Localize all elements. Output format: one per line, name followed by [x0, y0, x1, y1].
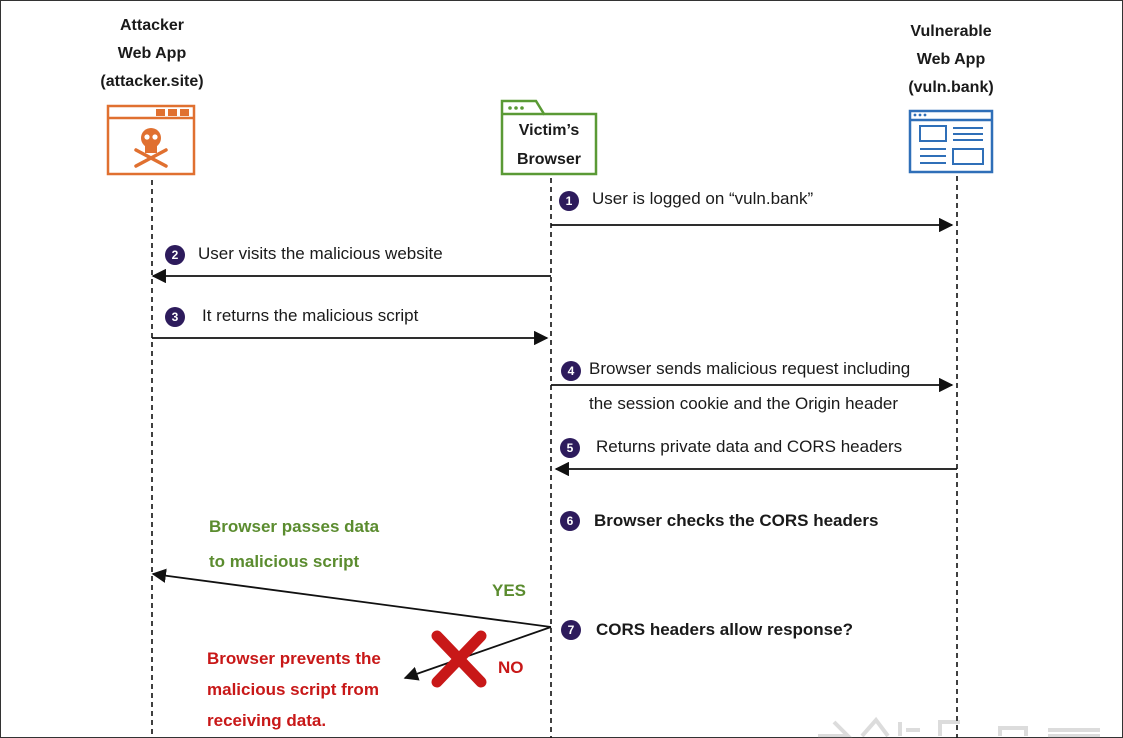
no-label: NO — [498, 658, 524, 677]
step-2-label: User visits the malicious website — [198, 244, 443, 263]
arrow-yes — [151, 568, 552, 628]
web-page-icon — [908, 109, 994, 174]
step-2-badge: 2 — [165, 245, 185, 265]
actor-vulnerable-label: Vulnerable Web App (vuln.bank) — [880, 18, 1022, 102]
actor-vulnerable-line3: (vuln.bank) — [908, 79, 994, 96]
watermark — [818, 716, 1100, 738]
actor-attacker-line3: (attacker.site) — [100, 73, 204, 90]
step-3-label: It returns the malicious script — [202, 306, 419, 325]
browser-window-icon — [500, 99, 598, 176]
red-x-icon — [431, 630, 487, 688]
actor-attacker-label: Attacker Web App (attacker.site) — [82, 12, 222, 96]
step-4-label: Browser sends malicious request includin… — [589, 359, 911, 378]
actor-vulnerable-line1: Vulnerable — [910, 23, 992, 40]
step-7-label: CORS headers allow response? — [596, 620, 853, 639]
arrow-no — [403, 626, 552, 681]
step-4-badge: 4 — [561, 361, 581, 381]
actor-browser-label: Victim’s Browser — [502, 116, 596, 174]
step-7-badge: 7 — [561, 620, 581, 640]
no-outcome-line1: Browser prevents the — [207, 649, 381, 668]
actor-attacker-line2: Web App — [117, 45, 187, 62]
step-3-badge: 3 — [165, 307, 185, 327]
step-1-badge: 1 — [559, 191, 579, 211]
step-4-label-line2: the session cookie and the Origin header — [589, 394, 899, 413]
yes-label: YES — [492, 581, 527, 600]
skull-crossbones-icon — [106, 104, 196, 176]
yes-outcome-line2: to malicious script — [209, 552, 360, 571]
step-6-label: Browser checks the CORS headers — [594, 511, 879, 530]
yes-outcome-line1: Browser passes data — [209, 517, 380, 536]
actor-vulnerable-line2: Web App — [916, 51, 986, 68]
no-outcome-line3: receiving data. — [207, 711, 327, 730]
step-1-label: User is logged on “vuln.bank” — [592, 189, 814, 208]
step-5-label: Returns private data and CORS headers — [596, 437, 903, 456]
step-5-badge: 5 — [560, 438, 580, 458]
actor-browser-line2: Browser — [516, 151, 582, 168]
step-6-badge: 6 — [560, 511, 580, 531]
actor-browser-line1: Victim’s — [518, 122, 580, 139]
no-outcome-line2: malicious script from — [207, 680, 379, 699]
actor-attacker-line1: Attacker — [119, 17, 185, 34]
